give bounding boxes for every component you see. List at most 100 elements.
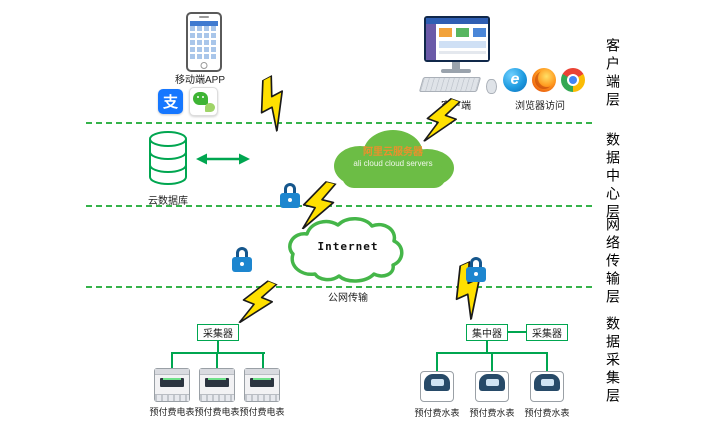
mouse-icon [486,79,497,94]
layer-separator [86,205,592,207]
water-meter-icon [420,371,454,402]
monitor-screen [426,18,488,60]
electric-meter-icon [199,368,235,402]
ali-cloud-icon [334,130,454,188]
connector-line [546,353,548,371]
collector-right-box: 采集器 [526,324,568,341]
lock-shackle [470,257,482,270]
screen-header [426,18,488,24]
electric-meter-icon [154,368,190,402]
layer-label-network: 网络传输层 [605,217,621,307]
connector-line [436,353,438,371]
screen-tile [439,51,486,54]
concentrator-box: 集中器 [466,324,508,341]
water-meter-label: 预付费水表 [524,408,570,418]
screen-sidebar [426,24,436,60]
client-label: 客户端 [441,101,471,112]
meter-display [431,379,444,386]
water-meter-label: 预付费水表 [469,408,515,418]
wechat-bubble-small [205,103,215,112]
collector-right-label: 采集器 [532,329,562,340]
layer-separator [86,286,592,288]
lightning-icon [301,180,337,230]
water-meter-label: 预付费水表 [414,408,460,418]
water-meter-icon [530,371,564,402]
lock-shackle [284,183,296,196]
meter-dome [424,374,450,391]
mobile-app-label: 移动端APP [174,75,225,86]
cloud-db-label: 云数据库 [148,196,188,207]
connector-line [171,352,265,354]
browser-access-label: 浏览器访问 [515,101,565,112]
bidirectional-arrow-icon [196,153,250,165]
screen-tile [456,28,469,37]
wechat-icon [189,87,218,116]
meter-header [155,369,189,375]
layer-label-collection: 数据采集层 [605,316,621,406]
concentrator-label: 集中器 [472,329,502,340]
connector-line [217,341,219,353]
monitor-stand [452,62,460,69]
meter-display [205,378,229,387]
collector-left-label: 采集器 [203,329,233,340]
connector-line [216,353,218,369]
lightning-icon [423,97,462,143]
phone-home-button [200,62,208,69]
lock-body [232,257,252,272]
screen-tile [439,41,486,48]
meter-display [541,379,554,386]
layer-label-data-center: 数据中心层 [605,132,621,222]
lock-icon [280,183,300,209]
connector-line [171,353,173,369]
phone-screen [190,21,218,59]
desktop-computer-icon [424,16,490,62]
lock-icon [232,247,252,273]
lightning-icon [238,279,278,324]
lock-body [466,267,486,282]
layer-separator [86,122,592,124]
connector-line [491,353,493,371]
connector-line [508,331,526,333]
meter-display [486,379,499,386]
ali-cloud-subtitle: ali cloud cloud servers [353,159,433,168]
keyboard-icon [418,77,482,92]
connector-line [486,341,488,353]
ie-browser-icon: e [503,68,527,92]
alipay-icon: 支 [158,89,183,114]
internet-label: Internet [317,240,379,253]
electric-meter-label: 预付费电表 [239,407,285,417]
lock-icon [466,257,486,283]
public-net-label: 公网传输 [328,293,368,304]
meter-terminals [200,394,234,401]
electric-meter-icon [244,368,280,402]
meter-dome [534,374,560,391]
lock-body [280,193,300,208]
lightning-icon [455,260,481,321]
meter-display [160,378,184,387]
meter-terminals [245,394,279,401]
screen-tile [473,28,486,37]
electric-meter-label: 预付费电表 [149,407,195,417]
water-meter-icon [475,371,509,402]
chrome-browser-icon [561,68,585,92]
mobile-phone-icon [186,12,222,72]
firefox-browser-icon [532,68,556,92]
electric-meter-label: 预付费电表 [194,407,240,417]
monitor-base [441,69,471,73]
connector-line [262,353,264,369]
ali-cloud-text: 阿里云服务器 ali cloud cloud servers [322,146,464,169]
meter-header [200,369,234,375]
wechat-bubble-large [193,92,208,105]
database-icon [149,131,187,185]
meter-terminals [155,394,189,401]
phone-speaker [199,16,209,18]
lock-shackle [236,247,248,260]
screen-tile [439,28,452,37]
meter-dome [479,374,505,391]
internet-cloud-icon [288,217,404,283]
ie-glyph: e [510,71,520,88]
meter-display [250,378,274,387]
layer-label-client: 客户端层 [605,38,621,110]
lightning-icon [260,74,284,133]
